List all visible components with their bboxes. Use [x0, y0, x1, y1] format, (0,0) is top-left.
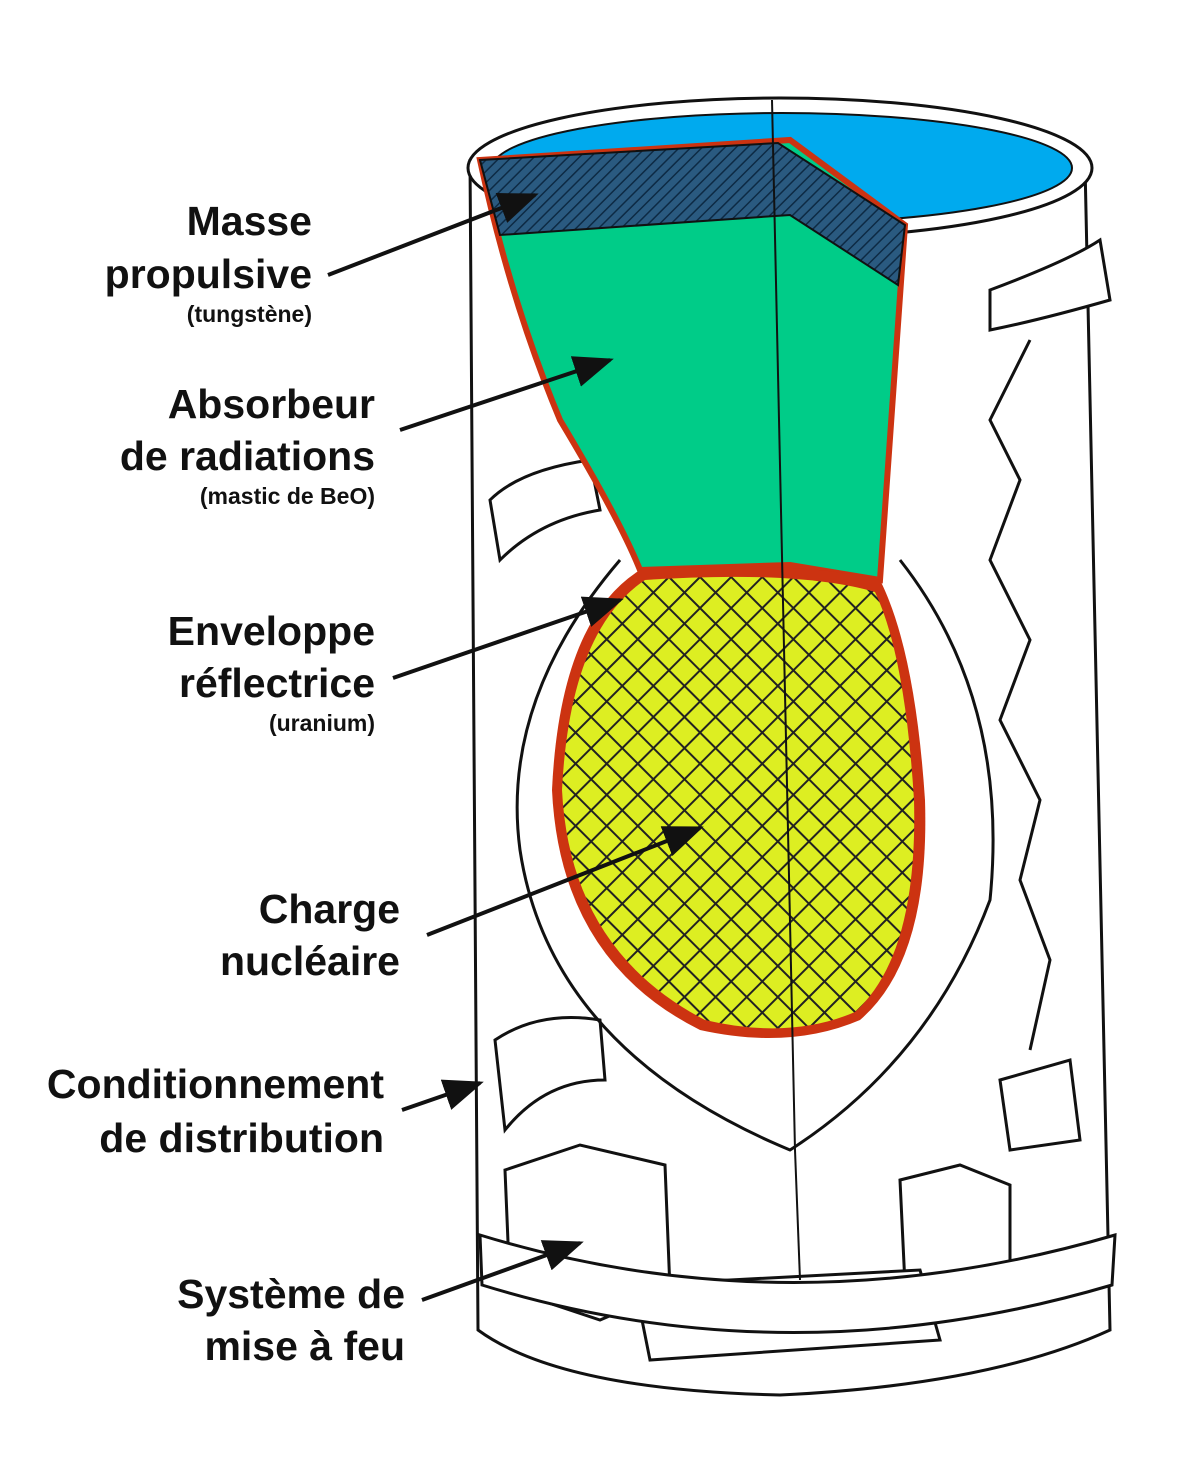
arrow-enveloppe [392, 596, 624, 680]
leader-arrows [327, 193, 704, 1302]
arrow-charge [426, 826, 704, 937]
bracket-right-top [988, 237, 1112, 332]
label-conditionnement-2: de distribution [99, 1115, 384, 1161]
arrow-absorbeur [399, 356, 614, 432]
arrow-systeme [421, 1240, 584, 1302]
label-enveloppe-2: réflectrice [179, 660, 375, 706]
bracket-left-mid [488, 458, 602, 564]
label-conditionnement-1: Conditionnement [47, 1061, 384, 1107]
label-systeme-1: Système de [177, 1271, 405, 1317]
base-skirt [478, 1232, 1117, 1334]
label-absorbeur-2: de radiations [120, 433, 375, 479]
label-systeme-2: mise à feu [204, 1323, 405, 1369]
label-masse-1: Masse [187, 198, 312, 244]
label-absorbeur-sub: (mastic de BeO) [200, 483, 375, 509]
center-cut-line [771, 99, 796, 1151]
base-assembly [478, 1143, 1117, 1362]
label-enveloppe-sub: (uranium) [269, 710, 375, 736]
inner-shell [515, 559, 995, 1152]
arrow-conditionnement [401, 1079, 484, 1112]
bracket-right-low [998, 1058, 1082, 1152]
label-enveloppe-1: Enveloppe [168, 608, 375, 654]
casing-details [488, 237, 1112, 1152]
propellant-mass [478, 141, 907, 287]
labels: Masse propulsive (tungstène) Absorbeur d… [47, 198, 405, 1369]
base-line [794, 1149, 801, 1281]
cut-lines [771, 99, 801, 1281]
nuclear-charge [562, 576, 915, 1029]
label-charge-1: Charge [259, 886, 400, 932]
label-absorbeur-1: Absorbeur [168, 381, 375, 427]
radiation-absorber [476, 136, 909, 584]
bracket-left-low [493, 1016, 607, 1134]
label-masse-sub: (tungstène) [187, 301, 312, 327]
label-charge-2: nucléaire [220, 938, 400, 984]
label-masse-2: propulsive [105, 251, 312, 297]
arrow-masse [327, 193, 539, 277]
casing-break [988, 339, 1052, 1051]
